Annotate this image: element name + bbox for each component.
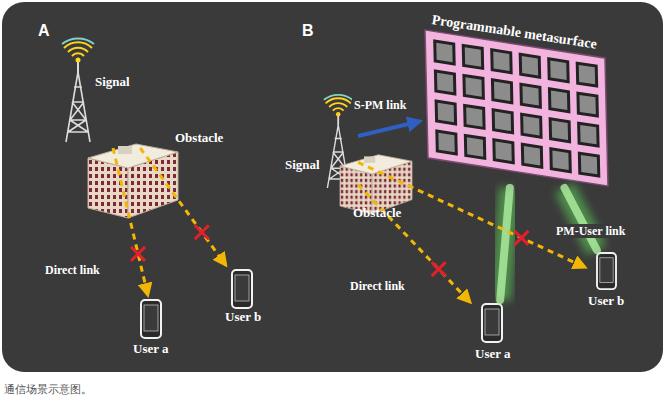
connector-line bbox=[358, 121, 420, 136]
direct-link bbox=[113, 148, 148, 295]
direct-link bbox=[140, 148, 226, 265]
scene-label: User b bbox=[588, 293, 624, 308]
scene-node: Signal bbox=[283, 95, 358, 195]
spm-arrow bbox=[358, 121, 420, 136]
meta-cell bbox=[576, 91, 599, 117]
metasurface-node: Programmable metasurface bbox=[420, 8, 615, 188]
meta-cell bbox=[433, 39, 456, 65]
meta-cell bbox=[492, 138, 515, 164]
panel-letter: A bbox=[36, 22, 52, 40]
meta-cell bbox=[521, 143, 544, 169]
building-icon bbox=[88, 144, 178, 218]
meta-cell bbox=[522, 86, 538, 105]
meta-cell bbox=[464, 134, 487, 160]
meta-cell bbox=[577, 121, 600, 147]
phone-icon bbox=[482, 304, 502, 342]
meta-cell bbox=[576, 61, 599, 87]
meta-cell bbox=[519, 53, 542, 79]
meta-cell bbox=[438, 103, 454, 122]
meta-cell bbox=[581, 155, 597, 174]
scene-label: Signal bbox=[95, 74, 130, 89]
scene-label: Signal bbox=[285, 157, 320, 172]
meta-cell bbox=[436, 43, 452, 62]
meta-cell bbox=[549, 117, 572, 143]
meta-cell bbox=[552, 150, 568, 169]
connector-line bbox=[500, 188, 510, 300]
meta-cell bbox=[491, 78, 514, 104]
meta-cell bbox=[465, 47, 481, 66]
meta-cell bbox=[462, 44, 485, 70]
link-label: Direct link bbox=[43, 263, 102, 277]
meta-cell bbox=[494, 82, 510, 101]
meta-cell bbox=[524, 146, 540, 165]
scene-label: Obstacle bbox=[175, 130, 223, 145]
meta-cell bbox=[434, 69, 457, 95]
meta-cell bbox=[579, 65, 595, 84]
scene-label: User a bbox=[133, 341, 169, 356]
scene-node: User a bbox=[128, 295, 183, 360]
beam-glow bbox=[500, 188, 510, 300]
meta-cell bbox=[551, 90, 567, 109]
scene-label: User b bbox=[225, 309, 261, 324]
meta-cell bbox=[435, 99, 458, 125]
meta-cell bbox=[492, 108, 515, 134]
link-label: S-PM link bbox=[352, 98, 408, 112]
tower-icon bbox=[62, 38, 94, 142]
meta-cell bbox=[435, 129, 458, 155]
beam-link bbox=[564, 188, 596, 250]
phone-icon bbox=[597, 253, 616, 289]
link-label: PM-User link bbox=[554, 224, 627, 238]
connector-line bbox=[140, 148, 226, 265]
block-mark bbox=[195, 225, 209, 239]
meta-cell bbox=[549, 147, 572, 173]
meta-cell bbox=[552, 120, 568, 139]
meta-cell bbox=[550, 60, 566, 79]
scene-label: Obstacle bbox=[353, 205, 401, 220]
block-mark bbox=[514, 231, 528, 245]
meta-cell bbox=[578, 151, 601, 177]
meta-cell bbox=[520, 113, 543, 139]
phone-icon bbox=[141, 300, 161, 338]
scene-node: User a bbox=[470, 300, 525, 362]
meta-cell bbox=[438, 133, 454, 152]
meta-cell bbox=[490, 48, 513, 74]
meta-cell bbox=[579, 95, 595, 114]
meta-cell bbox=[547, 57, 570, 83]
beam-link bbox=[500, 188, 510, 300]
meta-cell bbox=[548, 87, 571, 113]
caption: 通信场景示意图。 bbox=[4, 383, 92, 396]
meta-cell bbox=[522, 56, 538, 75]
meta-cell bbox=[519, 83, 542, 109]
meta-cell bbox=[466, 107, 482, 126]
panel-letter: B bbox=[300, 22, 316, 40]
panel-ground bbox=[2, 2, 663, 372]
block-mark bbox=[131, 247, 145, 261]
connector-line bbox=[564, 188, 596, 250]
scene-node: Obstacle bbox=[335, 150, 430, 222]
meta-cell bbox=[580, 125, 596, 144]
phone-icon bbox=[232, 270, 252, 308]
meta-cell bbox=[495, 112, 511, 131]
connector-line bbox=[113, 148, 148, 295]
meta-cell bbox=[523, 116, 539, 135]
scene-node: User b bbox=[222, 265, 277, 330]
scene-node: Obstacle bbox=[85, 128, 235, 213]
meta-cell bbox=[495, 142, 511, 161]
surface-title: Programmable metasurface bbox=[431, 12, 598, 51]
meta-cell bbox=[467, 137, 483, 156]
meta-cell bbox=[437, 73, 453, 92]
meta-cell bbox=[463, 104, 486, 130]
beam-glow bbox=[564, 188, 596, 250]
scene-label: User a bbox=[475, 346, 511, 361]
block-mark bbox=[432, 262, 446, 276]
meta-cell bbox=[493, 52, 509, 71]
meta-cell bbox=[462, 74, 485, 100]
scene-node: User b bbox=[585, 250, 640, 310]
meta-cell bbox=[465, 77, 481, 96]
scene-node: Signal bbox=[55, 38, 145, 148]
link-label: Direct link bbox=[348, 279, 407, 293]
